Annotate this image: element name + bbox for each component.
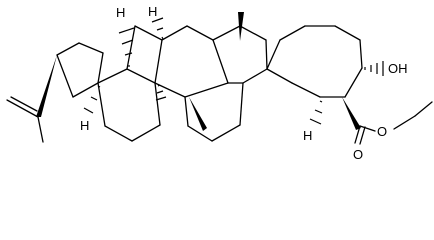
double-bond [10,96,38,112]
bond [126,25,136,70]
double-bond [354,125,361,144]
wedge-bond [36,55,57,117]
bond [187,125,213,142]
bond [72,82,99,98]
bond [184,96,189,127]
bond [266,39,281,70]
wedge-bond [238,12,244,41]
hash-stroke [118,27,135,34]
bond [414,101,433,117]
hash-stroke [155,96,167,101]
bond [211,124,241,142]
hydrogen-label-c5: H [303,128,312,143]
bond [97,82,106,127]
bond [291,82,321,98]
hash-stroke [156,90,164,94]
bond [104,125,133,142]
carbonyl-oxygen-label: O [353,147,363,162]
bond [97,68,128,84]
bond [242,68,268,84]
hash-stroke [151,17,164,23]
wedge-bond [189,97,207,131]
bond [56,42,80,56]
bond [393,115,416,130]
ester-oxygen-label: O [377,124,387,139]
bond [239,82,244,126]
bond [344,67,363,98]
bond [154,39,163,84]
bond [78,42,104,54]
atom-labels: H H H H OH O O [80,4,408,162]
hash-stroke [319,100,323,103]
bond [212,39,229,84]
bond [154,82,161,126]
bond [134,25,163,41]
hash-stroke [83,107,94,114]
bond [359,125,376,132]
bond [266,68,293,84]
bond [186,25,214,41]
carbon-skeleton [6,25,433,145]
bond [359,39,363,69]
bond [131,124,161,142]
bond [212,25,241,41]
bond [265,39,268,70]
hashed-bonds [83,17,384,125]
hash-stroke [156,27,164,31]
bond [161,25,188,41]
hash-stroke [309,118,322,125]
bond [56,54,74,98]
molecule-structure: H H H H OH O O [6,4,433,162]
bond [279,25,306,41]
bond [334,25,361,41]
hash-stroke [90,96,98,101]
hash-stroke [97,85,101,88]
hash-stroke [161,36,164,40]
bond [37,116,44,143]
hydrogen-label-c13: H [80,118,89,133]
bond [97,52,104,84]
bond [239,25,267,41]
wedge-bonds [36,12,361,131]
hash-stroke [121,39,134,45]
hydrogen-label-c18: H [116,5,125,20]
hydroxyl-label: OH [388,61,408,76]
hash-stroke [314,109,323,114]
hydrogen-label-c9: H [148,4,157,19]
hash-stroke [157,84,161,87]
wedge-bond [342,97,361,130]
double-bond [6,99,39,118]
double-bond [359,126,366,145]
bond [126,68,156,84]
bond [184,82,229,98]
hash-stroke [124,52,133,56]
